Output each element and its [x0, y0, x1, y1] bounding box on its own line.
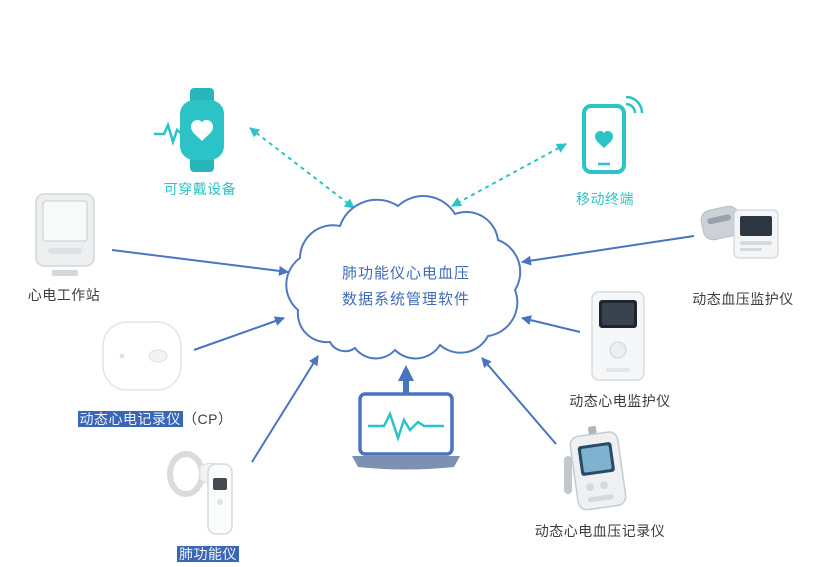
recorder-button-left [586, 483, 595, 492]
ecg-monitor-label: 动态心电监护仪 [569, 393, 671, 409]
spirometer-label-text: 肺功能仪 [177, 546, 239, 562]
bp-device-button-bar2 [740, 248, 762, 251]
ecg-bp-recorder-image [564, 426, 627, 511]
bp-monitor-image [700, 205, 779, 259]
cp-recorder-label: 动态心电记录仪（CP） [60, 410, 250, 428]
cloud-title-line2: 数据系统管理软件 [341, 291, 470, 308]
ecg-monitor-slot [606, 368, 630, 372]
ecg-workstation-image [35, 193, 95, 276]
recorder-group [569, 426, 627, 511]
cp-body [102, 321, 182, 391]
laptop-base [352, 456, 460, 470]
bp-monitor-label: 动态血压监护仪 [692, 291, 794, 307]
cp-button [148, 349, 168, 363]
smartwatch-icon [154, 88, 224, 172]
workstation-screen [42, 200, 88, 242]
smartphone-icon [582, 96, 644, 174]
ecg-waveform [368, 410, 444, 442]
laptop-icon [352, 392, 460, 470]
mobile-label: 移动终端 [576, 191, 634, 207]
wifi-arc-small [625, 102, 637, 114]
workstation-label: 心电工作站 [27, 287, 101, 303]
bp-device-button-bar [740, 241, 772, 245]
recorder-button-bar [587, 494, 614, 503]
cloud-title: 肺功能仪心电血压 数据系统管理软件 [318, 261, 494, 313]
heart-icon [191, 120, 213, 141]
ecg-monitor-button [609, 341, 627, 359]
ecg-pulse-line [154, 121, 183, 147]
spirometer-label: 肺功能仪 [158, 545, 258, 563]
workstation-slot [48, 248, 82, 254]
cloud-title-line1: 肺功能仪心电血压 [341, 265, 470, 282]
ecg-bp-recorder-label: 动态心电血压记录仪 [534, 523, 666, 539]
recorder-button-right [600, 481, 609, 490]
wifi-arc-large [625, 96, 644, 114]
spirometer-button [217, 499, 223, 505]
spirometer-image [167, 451, 233, 535]
cp-led [119, 353, 125, 359]
cp-recorder-label-highlight: 动态心电记录仪 [77, 411, 184, 427]
workstation-base [52, 270, 78, 276]
cloud-shape [285, 195, 522, 360]
ecg-monitor-screen-inner [602, 303, 634, 325]
ecg-monitor-image [591, 291, 645, 381]
recorder-strap [564, 456, 572, 494]
bp-device-screen [740, 216, 772, 236]
recorder-screen-inner [581, 445, 612, 473]
cp-recorder-image [102, 321, 182, 391]
bp-cuff-band [707, 214, 731, 225]
spirometer-screen [213, 478, 227, 490]
heart-icon [595, 131, 613, 148]
mouthpiece-ring [167, 451, 205, 497]
wearable-label: 可穿戴设备 [163, 181, 237, 197]
cp-recorder-label-suffix: （CP） [183, 411, 233, 427]
